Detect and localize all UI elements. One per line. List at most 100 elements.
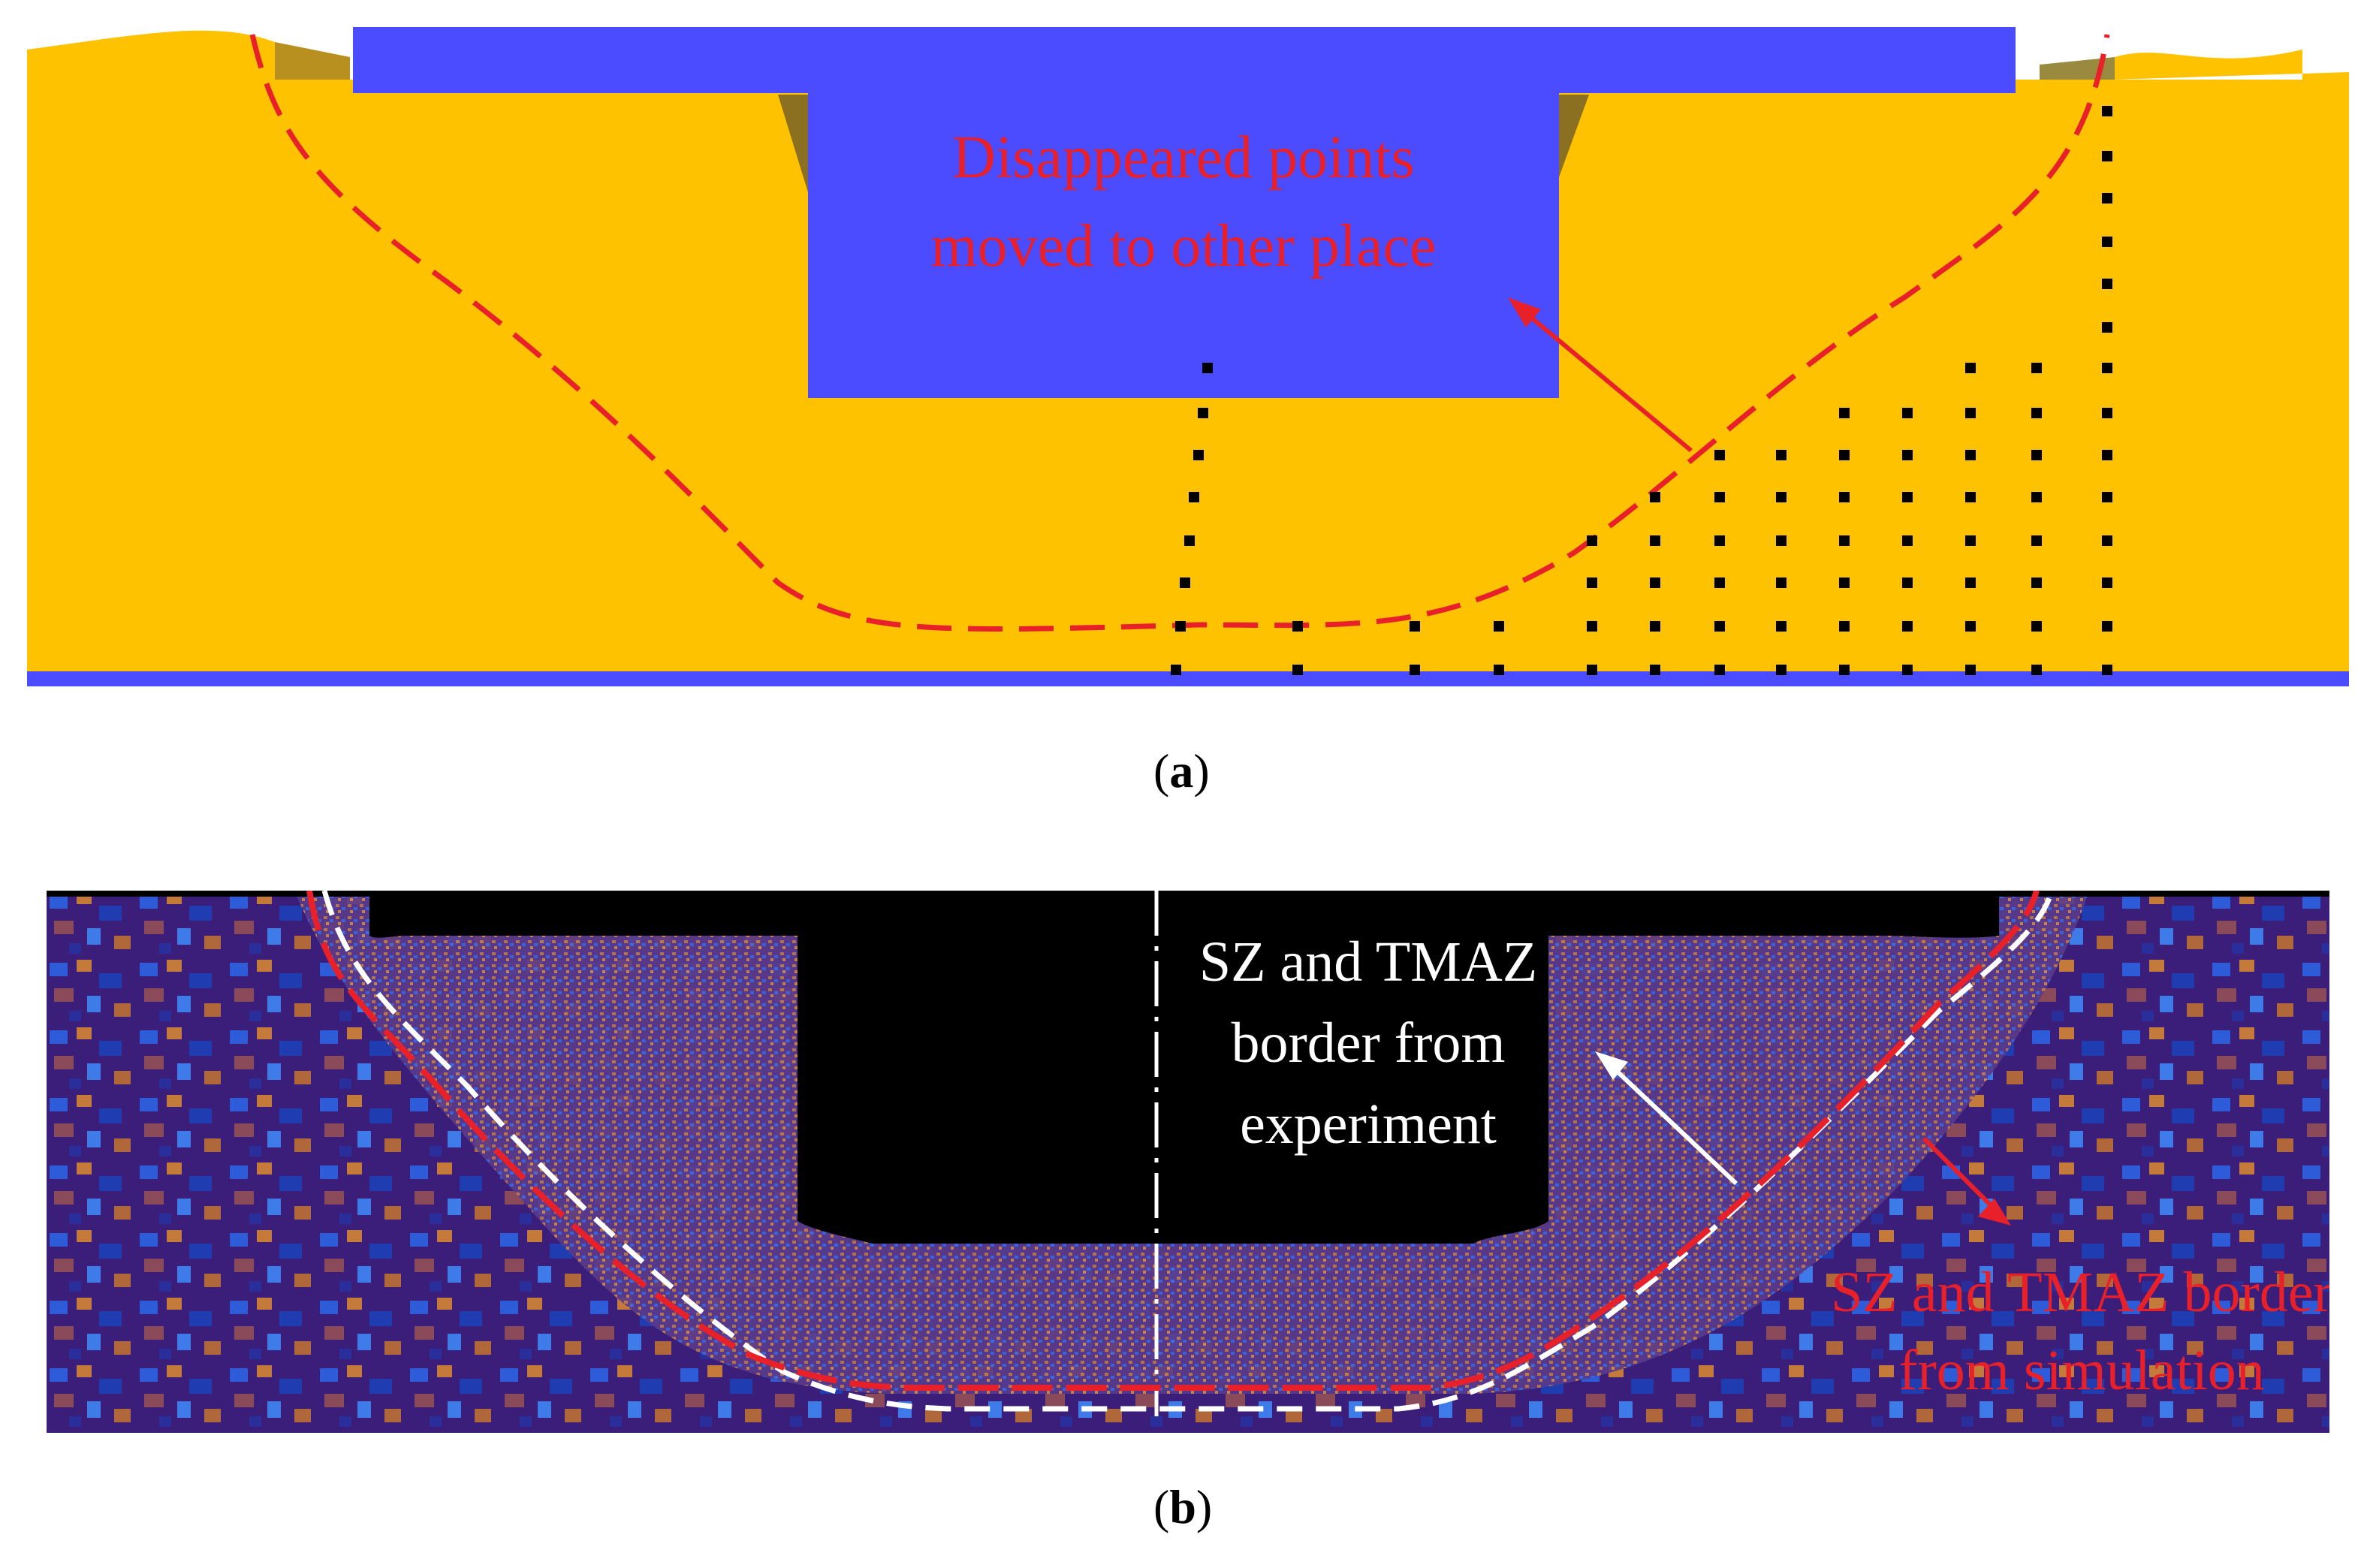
material-point	[2031, 621, 2042, 632]
material-point	[1965, 535, 1976, 546]
simulation-label-line-2: from simulation	[1898, 1339, 2265, 1402]
panel-b-experiment: SZ and TMAZ border from experiment SZ an…	[47, 891, 2329, 1433]
material-point	[2102, 151, 2112, 161]
material-point	[1965, 621, 1976, 632]
material-point	[2031, 408, 2042, 418]
material-point	[1776, 577, 1787, 588]
material-point	[1965, 363, 1976, 373]
material-point	[1714, 535, 1725, 546]
material-point	[1839, 621, 1850, 632]
material-point	[1202, 363, 1213, 373]
material-point	[1650, 577, 1660, 588]
tool-silhouette	[369, 891, 1999, 1244]
material-point	[1292, 665, 1303, 675]
material-point	[1193, 450, 1204, 460]
shoulder-shadow-left	[778, 95, 808, 192]
material-point	[1902, 577, 1913, 588]
caption-a: (a)	[1153, 743, 1210, 799]
material-point	[2102, 363, 2112, 373]
caption-a-close: )	[1193, 744, 1210, 798]
material-point	[2031, 535, 2042, 546]
material-point	[1776, 621, 1787, 632]
caption-a-letter: a	[1169, 744, 1194, 798]
material-point	[2102, 450, 2112, 460]
material-point	[2102, 621, 2112, 632]
experiment-arrow-head	[1595, 1051, 1628, 1080]
material-point	[1902, 665, 1913, 675]
simulation-boundary-curve	[249, 34, 2110, 632]
experiment-label-line-3: experiment	[1240, 1093, 1497, 1156]
material-point	[2102, 492, 2112, 502]
material-point	[1965, 408, 1976, 418]
material-point	[1902, 492, 1913, 502]
tool-shoulder-and-pin	[353, 27, 2016, 398]
material-point	[1714, 492, 1725, 502]
material-point	[2102, 322, 2112, 333]
shoulder-shadow-right	[1559, 95, 1589, 177]
backing-plate	[27, 671, 2349, 686]
material-point	[1410, 621, 1420, 632]
material-point	[1494, 621, 1504, 632]
experiment-border-curve	[321, 891, 2055, 1412]
material-point	[1714, 621, 1725, 632]
material-point	[1650, 492, 1660, 502]
material-point	[1587, 577, 1597, 588]
material-point	[2031, 363, 2042, 373]
material-point	[2102, 279, 2112, 289]
material-point	[2031, 450, 2042, 460]
material-point	[2102, 535, 2112, 546]
experiment-label-line-2: border from	[1231, 1012, 1505, 1075]
panel-a-simulation: Disappeared points moved to other place	[27, 27, 2349, 692]
material-point	[1494, 665, 1504, 675]
material-point	[1839, 577, 1850, 588]
material-point	[1714, 577, 1725, 588]
material-point	[1776, 450, 1787, 460]
flash-shadow-left	[275, 42, 350, 80]
material-point	[2102, 106, 2112, 116]
material-point	[1965, 665, 1976, 675]
material-point	[1410, 665, 1420, 675]
material-point	[1175, 621, 1186, 632]
caption-b-open: (	[1153, 1480, 1170, 1533]
material-point	[2031, 492, 2042, 502]
caption-b-letter: b	[1169, 1480, 1196, 1533]
material-point	[2102, 408, 2112, 418]
material-point	[1902, 450, 1913, 460]
experiment-arrow-line	[1606, 1061, 1738, 1186]
material-point	[2102, 237, 2112, 247]
material-point	[1839, 408, 1850, 418]
flash-shadow-right	[2040, 57, 2115, 80]
experiment-label-line-1: SZ and TMAZ	[1199, 930, 1537, 994]
simulation-arrow-line	[1922, 1136, 2001, 1216]
material-point	[1714, 665, 1725, 675]
material-point	[1902, 408, 1913, 418]
simulation-border-curve	[306, 891, 2040, 1391]
material-point	[1839, 492, 1850, 502]
material-point	[1776, 492, 1787, 502]
caption-a-open: (	[1153, 744, 1170, 798]
material-point	[1839, 665, 1850, 675]
material-point	[1965, 492, 1976, 502]
annotation-arrow-line	[1520, 307, 1693, 453]
material-point	[1650, 621, 1660, 632]
simulation-arrow-head	[1978, 1199, 2011, 1226]
material-point	[1965, 450, 1976, 460]
material-point	[2102, 577, 2112, 588]
material-point	[1587, 665, 1597, 675]
annotation-arrow-head	[1508, 297, 1541, 327]
material-point	[1839, 450, 1850, 460]
material-point	[1171, 665, 1181, 675]
material-point	[1776, 665, 1787, 675]
material-point	[2102, 665, 2112, 675]
material-point	[2031, 665, 2042, 675]
caption-b-close: )	[1196, 1480, 1213, 1533]
material-point	[1650, 535, 1660, 546]
material-point	[1180, 577, 1190, 588]
material-point	[1587, 621, 1597, 632]
material-point	[1839, 535, 1850, 546]
material-point	[1650, 665, 1660, 675]
material-point	[1184, 535, 1195, 546]
material-point	[1965, 577, 1976, 588]
annotation-line-1: Disappeared points	[952, 125, 1414, 191]
material-point	[1776, 535, 1787, 546]
